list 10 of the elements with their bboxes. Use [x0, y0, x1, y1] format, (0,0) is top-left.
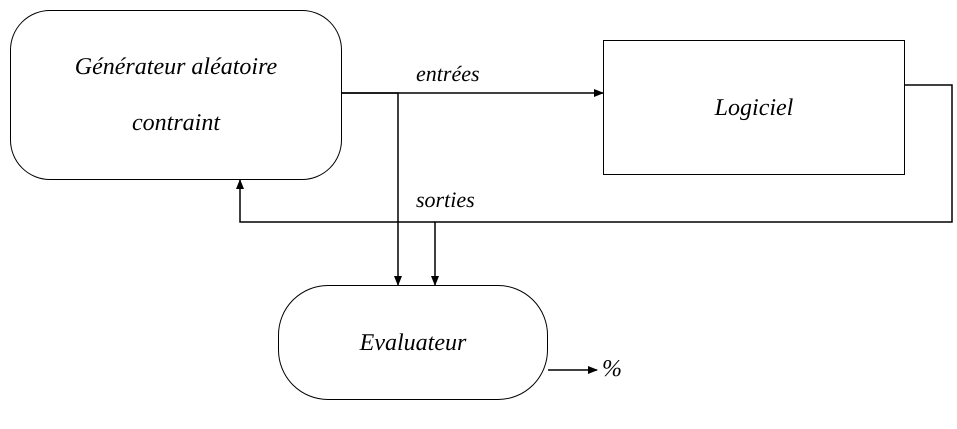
node-label: Générateur aléatoire contraint	[74, 53, 278, 138]
arrow	[548, 366, 598, 374]
node-label: Evaluateur	[360, 328, 466, 358]
rounded-box	[10, 10, 342, 180]
arrow	[342, 92, 402, 286]
arrow	[431, 84, 953, 286]
arrow	[236, 179, 435, 223]
node-label: Logiciel	[714, 94, 794, 122]
process-box	[603, 40, 905, 175]
output-label: %	[602, 355, 622, 384]
